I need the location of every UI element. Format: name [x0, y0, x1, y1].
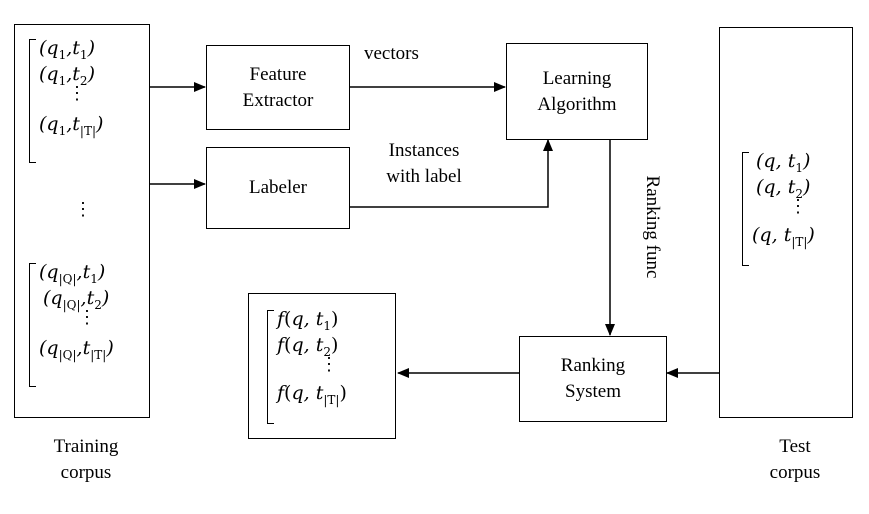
instances-with-label-label: Instances with label [386, 140, 462, 187]
test-matrix: (q, t1) (q, t2) ⋮ (q, t|T|) [742, 148, 818, 266]
vertical-dots: ⋮ [78, 307, 96, 328]
pair-row: (q1,t|T|) [39, 113, 104, 138]
ranking-func-label: Ranking func [642, 175, 663, 279]
arrow-labeler-to-learning [350, 139, 553, 208]
pair-row: (q|Q|,t|T|) [39, 337, 114, 362]
bracket [29, 263, 36, 387]
training-corpus-box: (q1,t1) (q1,t2) ⋮ (q1,t|T|) ⋮ (q|Q|,t1) … [14, 24, 150, 418]
training-group-2: (q|Q|,t1) (q|Q|,t2) ⋮ (q|Q|,t|T|) [29, 259, 114, 387]
labeler-box: Labeler [206, 147, 350, 229]
test-corpus-box: (q, t1) (q, t2) ⋮ (q, t|T|) [719, 27, 853, 418]
vertical-dots: ⋮ [68, 83, 86, 104]
vectors-label: vectors [364, 43, 419, 64]
score-row: f(q, t1) [277, 308, 339, 333]
test-corpus-caption: Test corpus [769, 436, 821, 483]
pair-row: (q|Q|,t2) [43, 287, 110, 312]
output-scores-box: f(q, t1) f(q, t2) ⋮ f(q, t|T|) [248, 293, 396, 439]
pair-row: (q, t1) [756, 150, 811, 175]
ranking-system-box: Ranking System [519, 336, 667, 422]
training-corpus-caption: Training corpus [53, 436, 119, 483]
pair-row: (q, t|T|) [752, 224, 815, 249]
bracket [29, 39, 36, 163]
pair-row: (q, t2) [756, 176, 811, 201]
feature-extractor-box: Feature Extractor [206, 45, 350, 130]
pair-row: (q1,t1) [39, 37, 95, 62]
learning-algorithm-box: Learning Algorithm [506, 43, 648, 140]
middle-vertical-dots: ⋮ [74, 199, 92, 220]
output-matrix: f(q, t1) f(q, t2) ⋮ f(q, t|T|) [267, 306, 349, 424]
pair-row: (q|Q|,t1) [39, 261, 106, 286]
vertical-dots: ⋮ [789, 196, 807, 217]
vertical-dots: ⋮ [320, 354, 338, 375]
bracket [742, 152, 749, 266]
score-row: f(q, t2) [277, 334, 339, 359]
training-group-1: (q1,t1) (q1,t2) ⋮ (q1,t|T|) [29, 35, 104, 163]
score-row: f(q, t|T|) [277, 382, 347, 407]
bracket [267, 310, 274, 424]
pair-row: (q1,t2) [39, 63, 95, 88]
